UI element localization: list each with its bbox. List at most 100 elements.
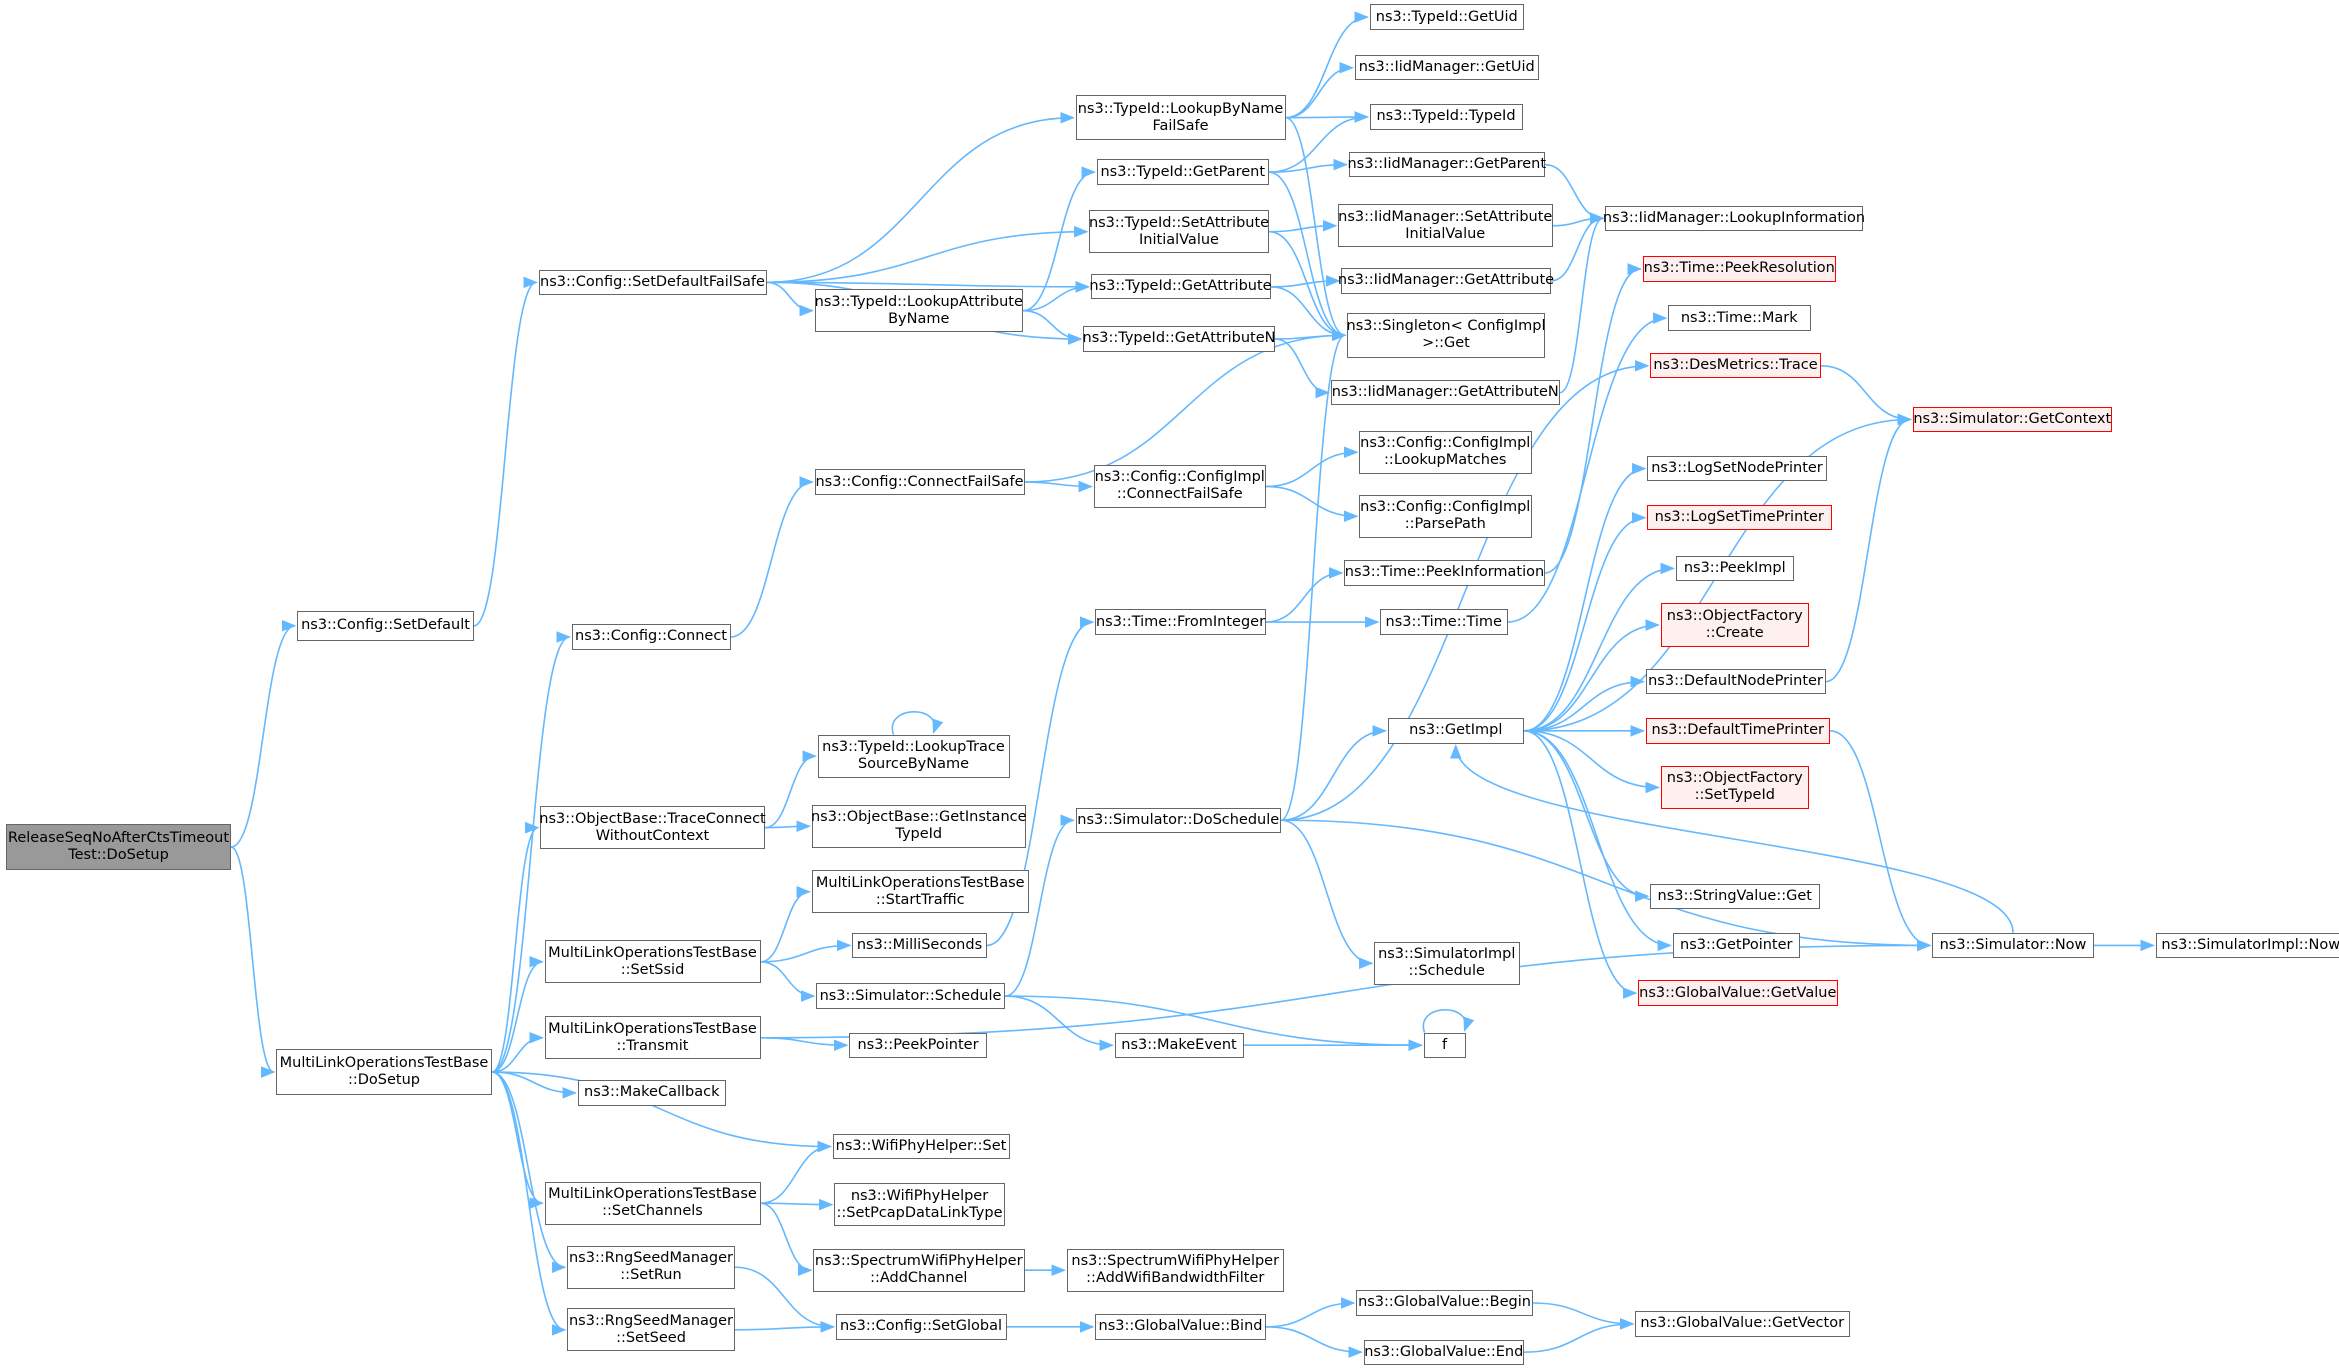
node-time-mark[interactable]: ns3::Time::Mark (1668, 305, 1811, 331)
node-cfg-setdefaultfs[interactable]: ns3::Config::SetDefaultFailSafe (538, 269, 767, 296)
edge-cfgimpl-connectfs-to-cfgimpl-lookupmatches (1265, 446, 1359, 488)
node-simimpl-now[interactable]: ns3::SimulatorImpl::Now (2155, 932, 2339, 959)
node-tid-getparent[interactable]: ns3::TypeId::GetParent (1096, 159, 1269, 185)
node-getpointer[interactable]: ns3::GetPointer (1672, 932, 1800, 959)
node-logsetnodeprinter[interactable]: ns3::LogSetNodePrinter (1647, 455, 1827, 482)
node-sim-doschedule[interactable]: ns3::Simulator::DoSchedule (1075, 807, 1281, 833)
edge-time-frominteger-to-time-peekinfo (1265, 567, 1344, 623)
edge-obj-traceconnect-to-tid-lookuptrace (764, 750, 817, 829)
node-mlo-setssid[interactable]: MultiLinkOperationsTestBase::SetSsid (544, 940, 761, 984)
node-sim-now[interactable]: ns3::Simulator::Now (1932, 932, 2094, 959)
node-label-line: ns3::TypeId::TypeId (1376, 108, 1516, 125)
node-cfgimpl-parsepath[interactable]: ns3::Config::ConfigImpl::ParsePath (1359, 494, 1532, 538)
node-cfg-connectfs[interactable]: ns3::Config::ConnectFailSafe (814, 469, 1025, 495)
node-makecallback[interactable]: ns3::MakeCallback (577, 1080, 726, 1106)
node-mlo-dosetup[interactable]: MultiLinkOperationsTestBase::DoSetup (276, 1048, 492, 1096)
edge-getimpl-to-logsetnodeprinter (1523, 462, 1647, 732)
node-cfgimpl-lookupmatches[interactable]: ns3::Config::ConfigImpl::LookupMatches (1359, 430, 1532, 474)
node-cfg-setdefault[interactable]: ns3::Config::SetDefault (297, 610, 474, 641)
node-tid-typeid[interactable]: ns3::TypeId::TypeId (1369, 104, 1523, 130)
edge-gv-bind-to-gv-begin (1265, 1297, 1356, 1328)
node-iid-getattribute[interactable]: ns3::IidManager::GetAttribute (1338, 268, 1554, 294)
node-peekpointer[interactable]: ns3::PeekPointer (849, 1032, 987, 1058)
node-time-time[interactable]: ns3::Time::Time (1380, 609, 1508, 635)
node-gv-bind[interactable]: ns3::GlobalValue::Bind (1095, 1314, 1266, 1340)
edge-iid-getattributen-to-iid-lookupinfo (1559, 212, 1605, 394)
node-peekimpl[interactable]: ns3::PeekImpl (1675, 555, 1794, 582)
node-iid-getparent[interactable]: ns3::IidManager::GetParent (1347, 151, 1547, 178)
node-gv-getvalue[interactable]: ns3::GlobalValue::GetValue (1638, 980, 1838, 1006)
node-label-line: ns3::SpectrumWifiPhyHelper (1071, 1253, 1280, 1270)
edge-getimpl-to-objfactory-settypeid (1523, 730, 1660, 794)
node-objfactory-settypeid[interactable]: ns3::ObjectFactory::SetTypeId (1660, 765, 1809, 810)
node-getimpl[interactable]: ns3::GetImpl (1387, 718, 1524, 744)
node-time-frominteger[interactable]: ns3::Time::FromInteger (1095, 609, 1266, 635)
node-label-line: ns3::GlobalValue::End (1364, 1343, 1524, 1360)
node-tid-getattribute[interactable]: ns3::TypeId::GetAttribute (1089, 274, 1272, 300)
node-iid-getattributen[interactable]: ns3::IidManager::GetAttributeN (1330, 379, 1560, 406)
node-time-peekinfo[interactable]: ns3::Time::PeekInformation (1344, 560, 1545, 586)
node-gv-begin[interactable]: ns3::GlobalValue::Begin (1356, 1290, 1533, 1316)
node-label-line: ns3::LogSetNodePrinter (1651, 460, 1823, 477)
edge-sim-doschedule-to-desmetrics-trace (1280, 360, 1650, 822)
node-label-line: InitialValue (1139, 231, 1219, 248)
node-milliseconds[interactable]: ns3::MilliSeconds (852, 932, 987, 959)
node-label-line: ::SetSeed (616, 1329, 686, 1346)
node-label-line: ns3::IidManager::SetAttribute (1338, 208, 1553, 225)
node-label-line: ns3::StringValue::Get (1657, 887, 1812, 904)
node-cfg-connect[interactable]: ns3::Config::Connect (571, 624, 731, 650)
node-label-line: ::SetChannels (602, 1203, 703, 1220)
node-logsettimeprinter[interactable]: ns3::LogSetTimePrinter (1647, 505, 1832, 531)
node-tid-getuid[interactable]: ns3::TypeId::GetUid (1369, 4, 1524, 30)
node-defaultnodeprinter[interactable]: ns3::DefaultNodePrinter (1645, 669, 1826, 695)
node-mlo-starttraffic[interactable]: MultiLinkOperationsTestBase::StartTraffi… (811, 870, 1029, 914)
node-tid-getattributen[interactable]: ns3::TypeId::GetAttributeN (1083, 326, 1276, 352)
node-label-line: ns3::Config::ConfigImpl (1094, 469, 1265, 486)
node-time-peekres[interactable]: ns3::Time::PeekResolution (1642, 256, 1836, 282)
node-cfgimpl-connectfs[interactable]: ns3::Config::ConfigImpl::ConnectFailSafe (1093, 464, 1266, 509)
node-iid-getuid[interactable]: ns3::IidManager::GetUid (1354, 55, 1539, 81)
node-label-line: ns3::ObjectFactory (1666, 608, 1803, 625)
node-wifiphy-set[interactable]: ns3::WifiPhyHelper::Set (832, 1133, 1010, 1160)
node-objfactory-create[interactable]: ns3::ObjectFactory::Create (1660, 603, 1809, 647)
node-label-line: f (1441, 1036, 1448, 1053)
node-gv-end[interactable]: ns3::GlobalValue::End (1363, 1339, 1524, 1365)
edge-getimpl-to-getpointer (1523, 730, 1672, 952)
node-sim-schedule[interactable]: ns3::Simulator::Schedule (816, 983, 1005, 1009)
node-label-line: ByName (888, 310, 950, 327)
node-f[interactable]: f (1423, 1032, 1466, 1058)
edge-tid-lookupattr-to-tid-getattribute (1022, 281, 1090, 312)
edge-sim-doschedule-to-simimpl-schedule (1280, 819, 1374, 970)
node-wifiphy-setpcap[interactable]: ns3::WifiPhyHelper::SetPcapDataLinkType (834, 1183, 1005, 1227)
edge-mlo-dosetup-to-cfg-connect (491, 631, 571, 1073)
node-stringvalue-get[interactable]: ns3::StringValue::Get (1650, 883, 1820, 909)
node-mlo-transmit[interactable]: MultiLinkOperationsTestBase::Transmit (544, 1016, 761, 1060)
node-sim-getcontext[interactable]: ns3::Simulator::GetContext (1912, 406, 2112, 433)
node-mlo-setchannels[interactable]: MultiLinkOperationsTestBase::SetChannels (544, 1181, 761, 1225)
node-rng-setseed[interactable]: ns3::RngSeedManager::SetSeed (567, 1308, 735, 1352)
node-spectrum-addchannel[interactable]: ns3::SpectrumWifiPhyHelper::AddChannel (813, 1248, 1025, 1292)
node-spectrum-addfilter[interactable]: ns3::SpectrumWifiPhyHelper::AddWifiBandw… (1066, 1248, 1284, 1292)
node-singleton-get[interactable]: ns3::Singleton< ConfigImpl >::Get (1347, 312, 1546, 358)
node-label-line: ns3::IidManager::GetParent (1347, 156, 1547, 173)
node-cfg-setglobal[interactable]: ns3::Config::SetGlobal (835, 1314, 1007, 1340)
node-label-line: ns3::Config::ConfigImpl (1360, 499, 1531, 516)
node-iid-lookupinfo[interactable]: ns3::IidManager::LookupInformation (1603, 205, 1865, 231)
node-makeevent[interactable]: ns3::MakeEvent (1114, 1032, 1244, 1058)
edge-mlo-transmit-to-peekpointer (760, 1036, 849, 1051)
node-gv-getvector[interactable]: ns3::GlobalValue::GetVector (1635, 1311, 1850, 1337)
edge-cfg-connectfs-to-cfgimpl-connectfs (1024, 480, 1093, 493)
node-rng-setrun[interactable]: ns3::RngSeedManager::SetRun (567, 1245, 735, 1289)
node-desmetrics-trace[interactable]: ns3::DesMetrics::Trace (1650, 353, 1821, 379)
edge-mlo-dosetup-to-wifiphy-set (491, 1071, 832, 1153)
node-defaulttimeprinter[interactable]: ns3::DefaultTimePrinter (1645, 718, 1830, 744)
node-label-line: ::StartTraffic (875, 891, 965, 908)
node-simimpl-schedule[interactable]: ns3::SimulatorImpl::Schedule (1374, 941, 1520, 985)
